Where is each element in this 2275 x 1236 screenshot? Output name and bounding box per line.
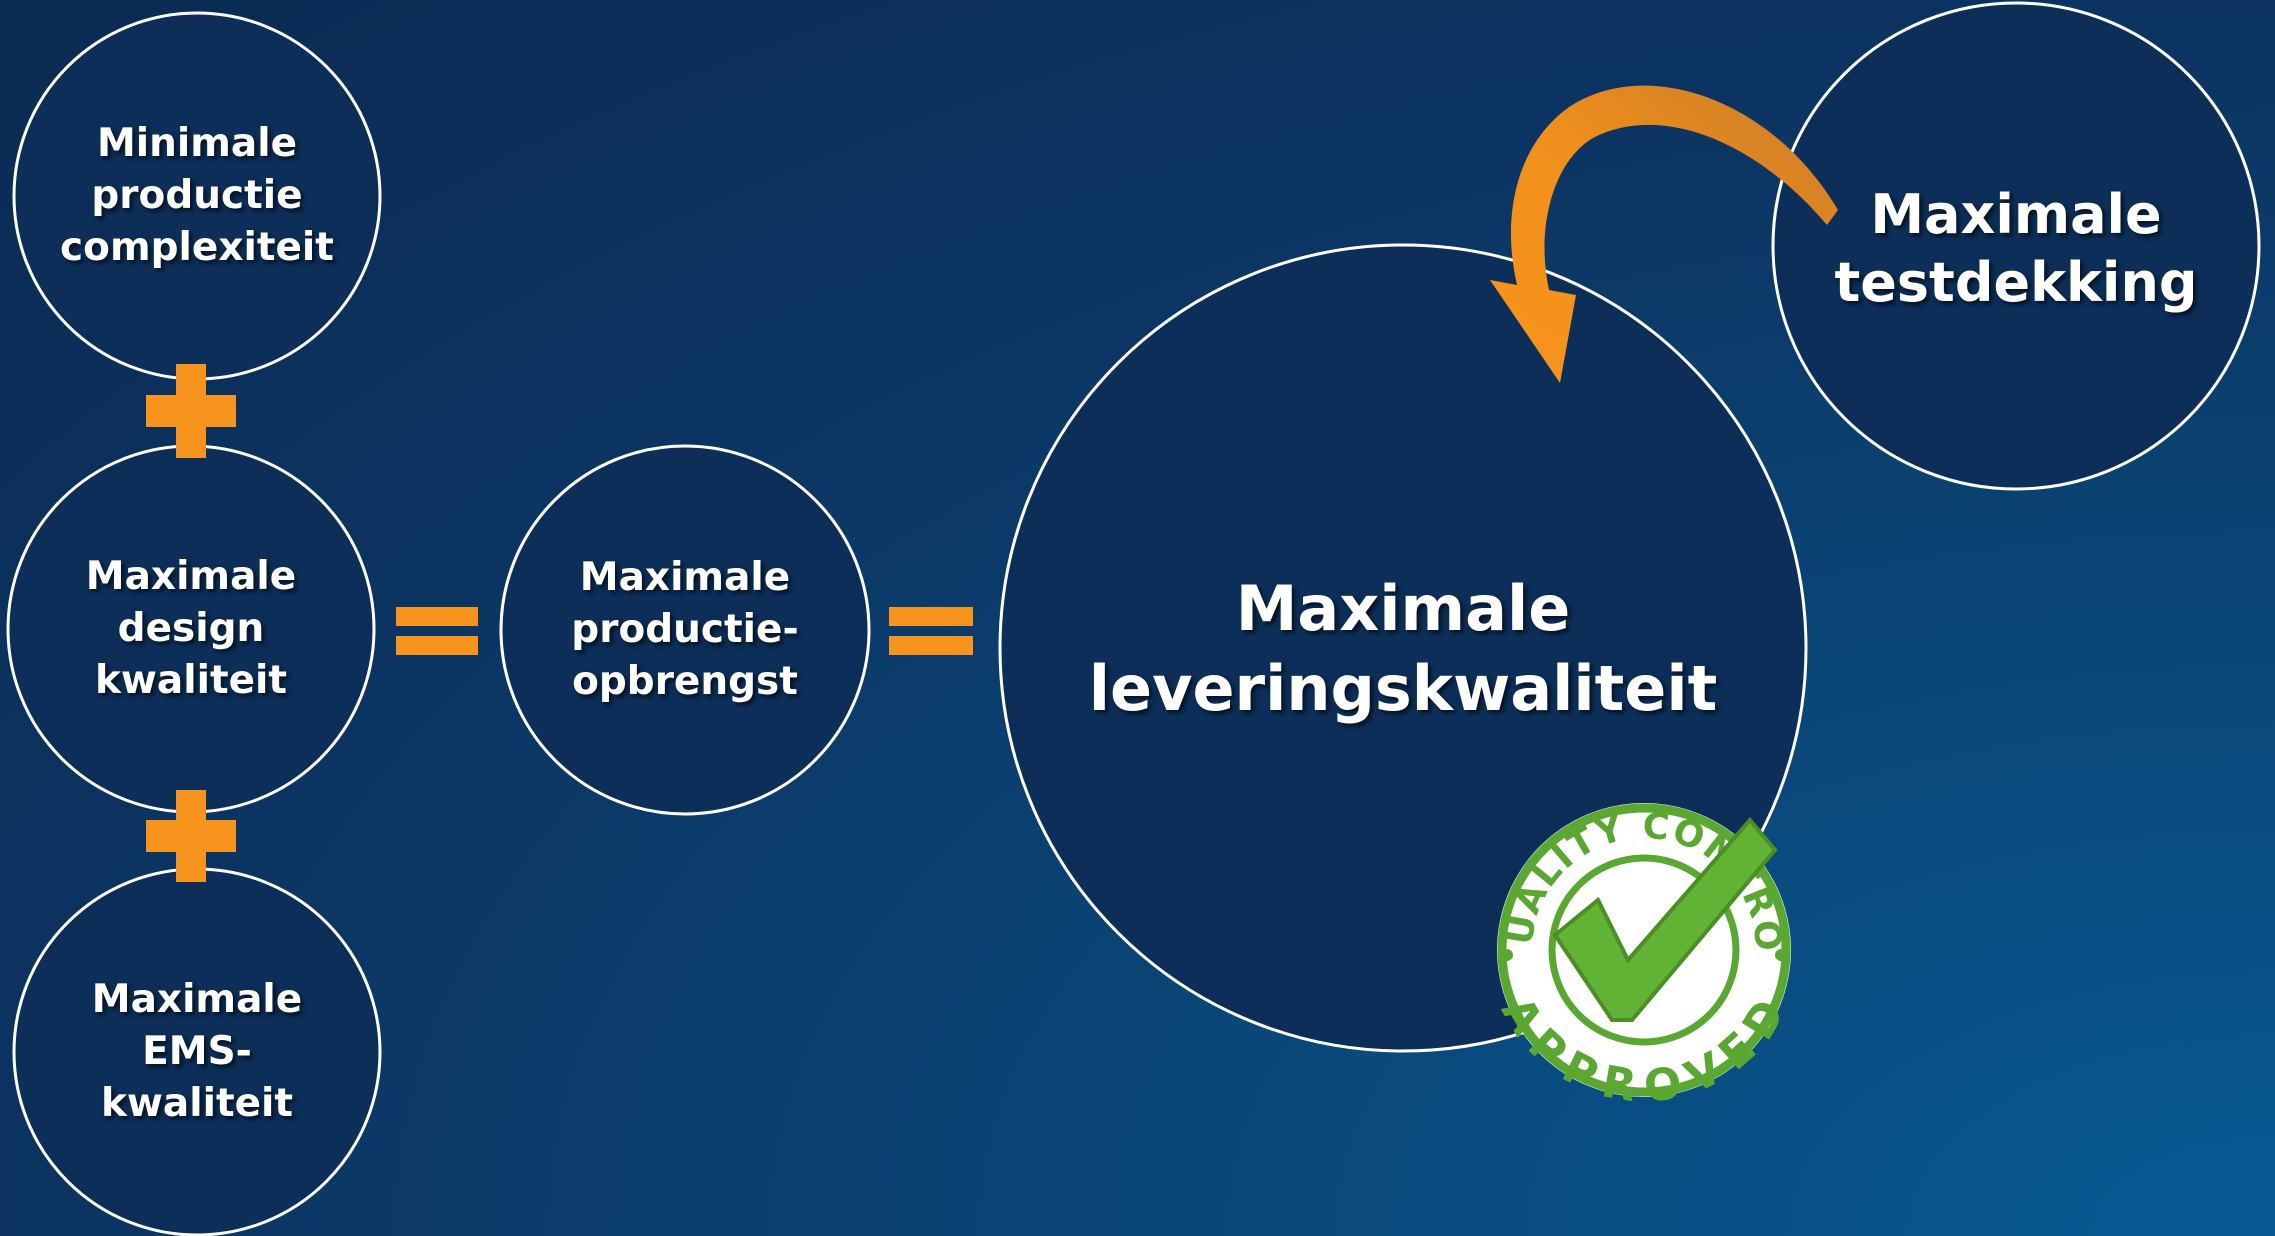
plus-icon [146,790,236,882]
label-design-quality: Maximale design kwaliteit [85,554,297,703]
label-ems-quality: Maximale EMS- kwaliteit [91,977,303,1126]
plus-icon [146,364,236,458]
equals-icon [396,607,478,655]
circle-test-coverage [1771,1,2261,491]
label-delivery-quality: Maximale leveringskwaliteit [1088,572,1718,725]
label-production-yield: Maximale productie- opbrengst [571,555,799,704]
label-test-coverage: Maximale testdekking [1834,182,2198,314]
label-production-complexity: Minimale productie complexiteit [60,121,334,270]
equals-icon [889,607,973,655]
checkmark-icon [1552,816,1778,1022]
circle-production-yield [499,444,871,816]
